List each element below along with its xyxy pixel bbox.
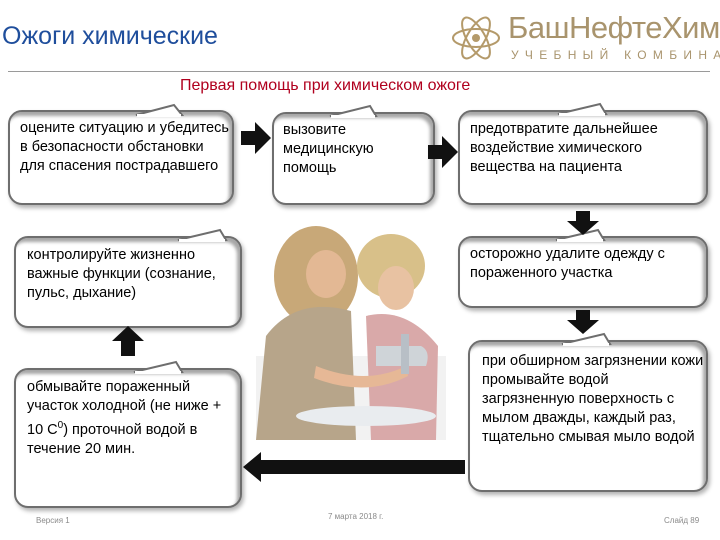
atom-logo-icon bbox=[452, 16, 500, 60]
footer-slide-number: Слайд 89 bbox=[664, 516, 700, 525]
arrow-right-icon bbox=[428, 136, 458, 168]
footer-date: 7 марта 2018 г. bbox=[328, 512, 384, 521]
bubble-tail-icon bbox=[133, 360, 184, 374]
step-assess-text: оцените ситуацию и убедитесь в безопасно… bbox=[20, 120, 229, 174]
logo-subtitle: УЧЕБНЫЙ КОМБИНАТ bbox=[511, 48, 720, 62]
first-aid-photo bbox=[256, 216, 446, 440]
bubble-tail-icon bbox=[555, 228, 606, 242]
step-call-bubble bbox=[272, 112, 435, 205]
step-call-text: вызовите медицинскую помощь bbox=[283, 122, 374, 176]
bubble-tail-icon bbox=[557, 102, 608, 116]
header-divider bbox=[8, 71, 710, 72]
bubble-tail-icon bbox=[135, 103, 184, 117]
bubble-tail-icon bbox=[177, 228, 228, 242]
arrow-left-icon bbox=[243, 452, 465, 482]
step-rinse-degree: 0 bbox=[57, 420, 64, 431]
step-rinse-text-end: ) проточной водой в течение 20 мин. bbox=[27, 421, 198, 457]
step-rinse-bubble bbox=[14, 368, 242, 508]
step-prevent-bubble bbox=[458, 110, 708, 205]
step-monitor-text: контролируйте жизненно важные функции (с… bbox=[27, 247, 216, 301]
step-prevent-text: предотвратите дальнейшее воздействие хим… bbox=[470, 121, 658, 175]
page-title: Ожоги химические bbox=[2, 22, 218, 50]
step-wash-soap-text: при обширном загрязнении кожи промывайте… bbox=[482, 353, 704, 445]
step-assess-bubble bbox=[8, 110, 234, 205]
arrow-up-icon bbox=[112, 326, 144, 356]
bubble-tail-icon bbox=[329, 104, 378, 118]
step-rinse-text-start: обмывайте пораженный участок холодной (н… bbox=[27, 379, 222, 438]
step-wash-soap-bubble bbox=[468, 340, 708, 492]
logo-name: БашНефтеХим bbox=[508, 10, 720, 45]
arrow-down-icon bbox=[567, 211, 599, 235]
logo: БашНефтеХим УЧЕБНЫЙ КОМБИНАТ bbox=[450, 8, 720, 68]
step-remove-clothes-text: осторожно удалите одежду с пораженного у… bbox=[470, 246, 665, 281]
footer-version: Версия 1 bbox=[36, 516, 70, 525]
arrow-right-icon bbox=[241, 122, 271, 154]
section-subtitle: Первая помощь при химическом ожоге bbox=[180, 77, 471, 94]
bubble-tail-icon bbox=[561, 332, 612, 346]
arrow-down-icon bbox=[567, 310, 599, 334]
step-rinse-text: обмывайте пораженный участок холодной (н… bbox=[27, 378, 237, 459]
